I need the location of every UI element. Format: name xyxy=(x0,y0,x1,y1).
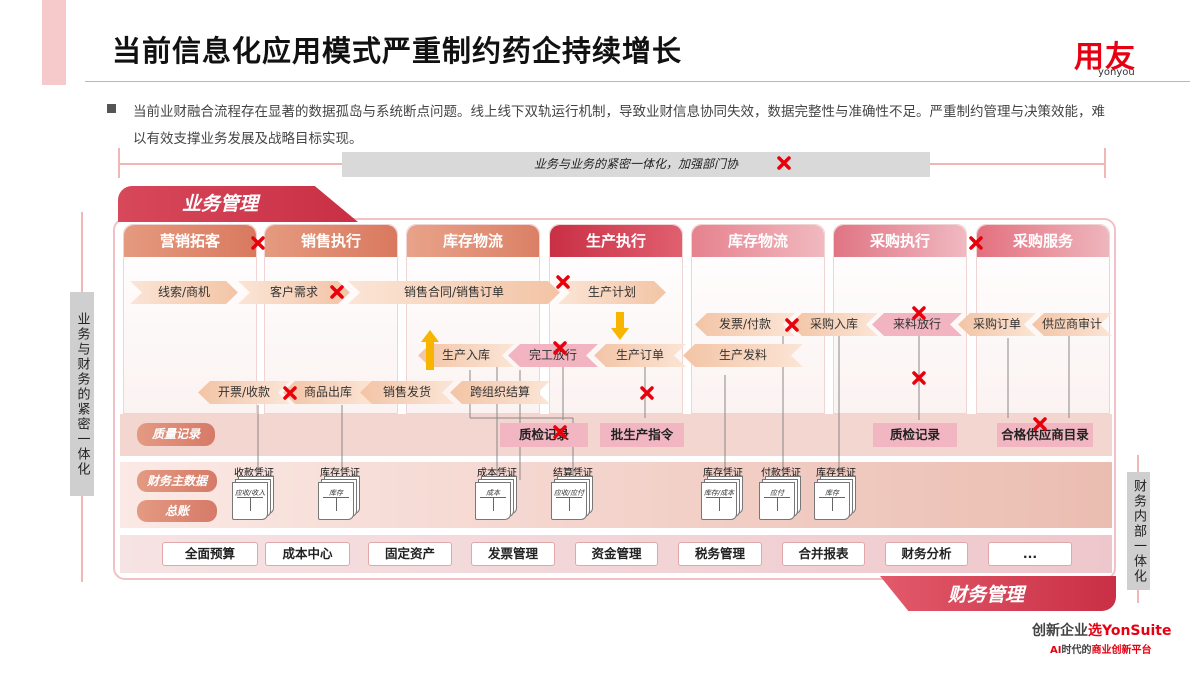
voucher-doc-icon: 成本 xyxy=(475,482,511,520)
flow-step: 跨组织结算 xyxy=(450,381,550,404)
voucher-doc-icon: 库存 xyxy=(318,482,354,520)
intro-text: 当前业财融合流程存在显著的数据孤岛与系统断点问题。线上线下双轨运行机制，导致业财… xyxy=(133,104,1105,147)
flow-step: 商品出库 xyxy=(283,381,373,404)
voucher-doc-icon: 应收/收入 xyxy=(232,482,268,520)
flow-step: 采购订单 xyxy=(958,313,1036,336)
quality-box: 质检记录 xyxy=(500,423,588,447)
flow-step: 完工放行 xyxy=(508,344,598,367)
flow-step: 生产发料 xyxy=(683,344,803,367)
flow-step: 客户需求 xyxy=(238,281,350,304)
sub-c: 商业创新平台 xyxy=(1091,645,1152,656)
finance-module-button[interactable]: 合并报表 xyxy=(782,542,865,566)
voucher-doc-icon: 库存 xyxy=(814,482,850,520)
finance-module-button[interactable]: 税务管理 xyxy=(678,542,762,566)
flow-step: 来料放行 xyxy=(872,313,962,336)
voucher-title: 库存凭证 xyxy=(703,468,743,479)
sub-a: AI xyxy=(1050,645,1062,656)
finance-module-button[interactable]: 财务分析 xyxy=(885,542,968,566)
sub-b: 时代的 xyxy=(1061,645,1092,656)
bullet-icon xyxy=(107,104,116,113)
footer-subslogan: AI时代的商业创新平台 xyxy=(1050,641,1151,656)
divider-line xyxy=(1104,148,1106,178)
column-header: 营销拓客 xyxy=(124,225,256,257)
flow-step: 采购入库 xyxy=(790,313,878,336)
yonyou-logo: 用友 xyxy=(1074,40,1136,75)
finance-module-button[interactable]: 资金管理 xyxy=(575,542,658,566)
voucher-title: 付款凭证 xyxy=(761,468,801,479)
flow-step: 生产计划 xyxy=(558,281,666,304)
slogan-b: 选YonSuite xyxy=(1088,623,1172,639)
arrow-up-icon xyxy=(421,330,439,370)
quality-record-label: 质量记录 xyxy=(137,423,215,446)
yonyou-logo-text: yonyou xyxy=(1098,67,1135,78)
flow-step: 生产订单 xyxy=(594,344,686,367)
quality-box: 批生产指令 xyxy=(600,423,684,447)
finance-module-button[interactable]: 成本中心 xyxy=(265,542,350,566)
column-header: 销售执行 xyxy=(265,225,397,257)
voucher-title: 库存凭证 xyxy=(816,468,856,479)
flow-step: 生产入库 xyxy=(418,344,514,367)
flow-step: 销售合同/销售订单 xyxy=(348,281,560,304)
business-management-tab: 业务管理 xyxy=(118,186,358,222)
finance-internal-integration-label: 财务内部一体化 xyxy=(1127,472,1150,590)
quality-box: 合格供应商目录 xyxy=(997,423,1093,447)
voucher-title: 库存凭证 xyxy=(320,468,360,479)
voucher-doc-icon: 库存/成本 xyxy=(701,482,737,520)
flow-step: 开票/收款 xyxy=(198,381,290,404)
finance-master-data-label: 财务主数据 xyxy=(137,470,217,492)
finance-module-button[interactable]: 全面预算 xyxy=(162,542,258,566)
finance-module-button[interactable]: 固定资产 xyxy=(368,542,452,566)
finance-management-tab: 财务管理 xyxy=(880,576,1116,611)
voucher-title: 结算凭证 xyxy=(553,468,593,479)
quality-box: 质检记录 xyxy=(873,423,957,447)
column-header: 采购执行 xyxy=(834,225,966,257)
finance-module-button[interactable]: 发票管理 xyxy=(471,542,555,566)
business-finance-integration-label: 业务与财务的紧密一体化 xyxy=(70,292,94,496)
voucher-title: 成本凭证 xyxy=(477,468,517,479)
finance-module-button[interactable]: ... xyxy=(988,542,1072,566)
flow-step: 线索/商机 xyxy=(130,281,238,304)
arrow-down-icon xyxy=(611,312,629,340)
column-header: 库存物流 xyxy=(692,225,824,257)
page-title: 当前信息化应用模式严重制约药企持续增长 xyxy=(112,34,683,68)
divider-line xyxy=(118,148,120,178)
general-ledger-label: 总账 xyxy=(137,500,217,522)
column-header: 采购服务 xyxy=(977,225,1109,257)
slide-accent-bar xyxy=(42,0,66,85)
title-divider xyxy=(85,81,1190,82)
finance-band xyxy=(120,462,1112,528)
voucher-title: 收款凭证 xyxy=(234,468,274,479)
column-header: 生产执行 xyxy=(550,225,682,257)
footer-slogan: 创新企业选YonSuite xyxy=(1032,620,1171,640)
flow-step: 销售发货 xyxy=(360,381,454,404)
flow-step: 供应商审计 xyxy=(1032,313,1112,336)
banner-text: 业务与业务的紧密一体化，加强部门协 xyxy=(533,157,738,171)
voucher-doc-icon: 应付 xyxy=(759,482,795,520)
flow-step: 发票/付款 xyxy=(695,313,795,336)
voucher-doc-icon: 应收/应付 xyxy=(551,482,587,520)
slogan-a: 创新企业 xyxy=(1032,623,1088,639)
business-integration-banner: 业务与业务的紧密一体化，加强部门协 xyxy=(342,152,930,177)
column-header: 库存物流 xyxy=(407,225,539,257)
